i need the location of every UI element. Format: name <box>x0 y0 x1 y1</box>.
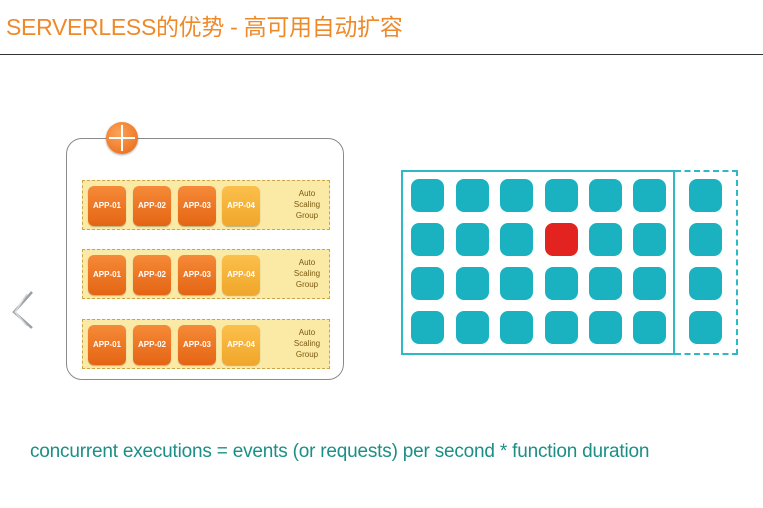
function-instance <box>589 311 622 344</box>
label-line: Scaling <box>293 200 321 209</box>
function-instance <box>500 267 533 300</box>
function-instance <box>633 311 666 344</box>
function-instance <box>456 179 489 212</box>
function-instance <box>500 223 533 256</box>
label-line: Group <box>295 211 319 220</box>
label-line: Auto <box>298 258 316 267</box>
app-instance: APP-03 <box>178 325 216 365</box>
function-instance <box>633 179 666 212</box>
function-instance <box>545 267 578 300</box>
function-instance <box>500 179 533 212</box>
label-line: Scaling <box>293 269 321 278</box>
auto-scaling-group-label: Auto Scaling Group <box>283 188 331 221</box>
app-instance-scaling: APP-04 <box>222 255 260 295</box>
function-instance-scaled <box>689 267 722 300</box>
app-instance: APP-03 <box>178 186 216 226</box>
function-instance <box>456 267 489 300</box>
function-instance <box>411 267 444 300</box>
app-instance-scaling: APP-04 <box>222 186 260 226</box>
app-instance: APP-02 <box>133 186 171 226</box>
label-line: Group <box>295 350 319 359</box>
function-instance <box>411 311 444 344</box>
function-instance <box>500 311 533 344</box>
function-instance <box>411 179 444 212</box>
function-instance <box>456 223 489 256</box>
app-instance: APP-01 <box>88 186 126 226</box>
app-instance: APP-02 <box>133 325 171 365</box>
app-instance: APP-02 <box>133 255 171 295</box>
chevron-left-icon[interactable] <box>11 290 35 330</box>
auto-scaling-group: APP-01 APP-02 APP-03 APP-04 Auto Scaling… <box>82 249 330 299</box>
function-instance <box>545 311 578 344</box>
function-grid-scaled-frame <box>675 170 738 355</box>
title-divider <box>0 54 763 55</box>
label-line: Scaling <box>293 339 321 348</box>
app-instance-scaling: APP-04 <box>222 325 260 365</box>
app-instance: APP-01 <box>88 255 126 295</box>
function-instance <box>545 179 578 212</box>
function-instance-scaled <box>689 223 722 256</box>
function-instance-hot <box>545 223 578 256</box>
load-balancer-icon <box>106 122 138 154</box>
auto-scaling-group-label: Auto Scaling Group <box>283 257 331 290</box>
function-instance-scaled <box>689 179 722 212</box>
function-instance <box>589 179 622 212</box>
concurrency-formula: concurrent executions = events (or reque… <box>30 441 650 462</box>
label-line: Auto <box>298 189 316 198</box>
function-instance <box>411 223 444 256</box>
function-instance <box>456 311 489 344</box>
label-line: Group <box>295 280 319 289</box>
auto-scaling-group-label: Auto Scaling Group <box>283 327 331 360</box>
function-instance <box>633 223 666 256</box>
function-instance <box>589 223 622 256</box>
function-grid-frame <box>401 170 675 355</box>
page-title: SERVERLESS的优势 - 高可用自动扩容 <box>6 14 403 40</box>
app-instance: APP-03 <box>178 255 216 295</box>
function-instance <box>589 267 622 300</box>
function-instance <box>633 267 666 300</box>
label-line: Auto <box>298 328 316 337</box>
app-instance: APP-01 <box>88 325 126 365</box>
auto-scaling-group: APP-01 APP-02 APP-03 APP-04 Auto Scaling… <box>82 319 330 369</box>
function-instance-scaled <box>689 311 722 344</box>
auto-scaling-group: APP-01 APP-02 APP-03 APP-04 Auto Scaling… <box>82 180 330 230</box>
